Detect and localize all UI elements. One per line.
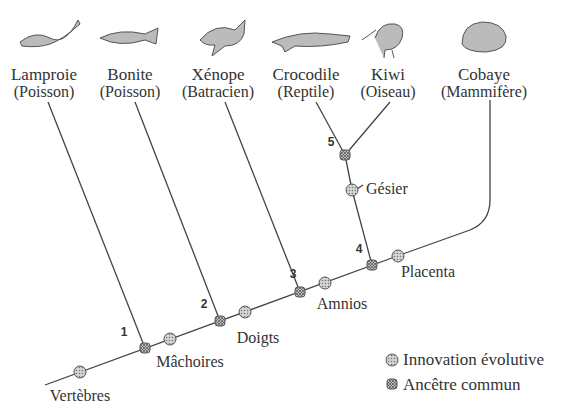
taxon-label: (Oiseau) bbox=[360, 84, 415, 100]
callout-number: 2 bbox=[201, 298, 208, 310]
innovation-label: Doigts bbox=[237, 330, 280, 346]
legend-text: Ancêtre commun bbox=[403, 376, 521, 393]
taxon-label: Lamproie bbox=[11, 66, 77, 83]
taxon-label: Xénope bbox=[192, 66, 245, 83]
innovation-label: Placenta bbox=[401, 264, 455, 280]
ancestor-markers bbox=[140, 150, 377, 353]
legend-symbols bbox=[386, 354, 398, 389]
taxon-label: Bonite bbox=[107, 66, 152, 83]
animal-illustrations bbox=[20, 20, 506, 58]
guinea-pig-drawing bbox=[462, 22, 506, 52]
taxon-label: (Mammifère) bbox=[441, 84, 527, 100]
taxon-label: (Reptile) bbox=[278, 84, 335, 100]
taxon-label: (Poisson) bbox=[14, 84, 74, 100]
taxon-label: Crocodile bbox=[272, 66, 339, 83]
callout-number: 3 bbox=[290, 268, 297, 280]
crocodile-drawing bbox=[272, 33, 350, 52]
legend-text: Innovation évolutive bbox=[403, 351, 544, 368]
innovation-label: Vertèbres bbox=[50, 388, 110, 404]
innovation-markers bbox=[74, 184, 404, 378]
callout-number: 1 bbox=[121, 326, 128, 338]
callout-number: 5 bbox=[328, 136, 335, 148]
innovation-label: Amnios bbox=[317, 296, 368, 312]
tree-lines bbox=[45, 100, 490, 385]
taxon-label: Kiwi bbox=[371, 66, 405, 83]
lamprey-drawing bbox=[20, 20, 80, 47]
callout-number: 4 bbox=[356, 243, 363, 255]
innovation-label: Gésier bbox=[366, 181, 408, 197]
frog-drawing bbox=[200, 20, 245, 56]
innovation-label: Mâchoires bbox=[156, 354, 224, 370]
taxon-label: (Poisson) bbox=[100, 84, 160, 100]
taxon-label: Cobaye bbox=[458, 66, 510, 83]
taxon-label: (Batracien) bbox=[182, 84, 254, 100]
fish-drawing bbox=[100, 28, 158, 44]
kiwi-drawing bbox=[362, 24, 403, 58]
